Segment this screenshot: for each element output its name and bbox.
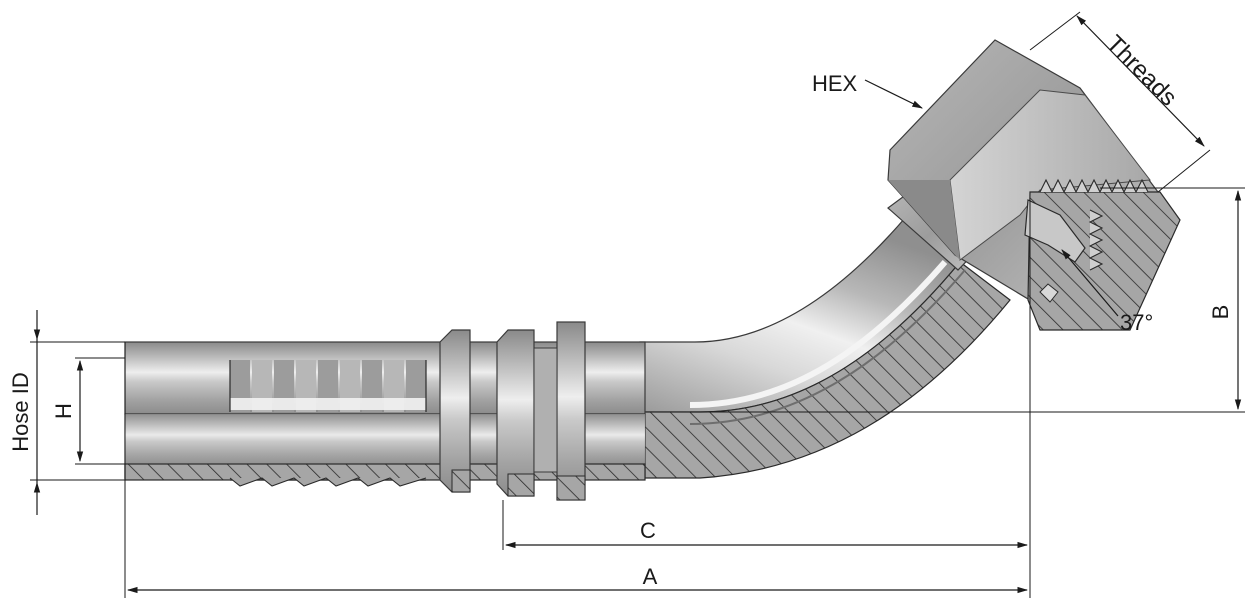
dimension-lines <box>30 11 1245 598</box>
label-hose-id: Hose ID <box>8 372 33 451</box>
fitting-body <box>124 39 1181 501</box>
label-hex: HEX <box>812 71 858 96</box>
retaining-pin <box>1039 283 1059 303</box>
label-c: C <box>640 518 656 543</box>
barb-serrations <box>229 360 427 487</box>
label-h: H <box>51 403 76 419</box>
label-a: A <box>643 564 658 589</box>
collar-rings <box>439 321 586 501</box>
thread-teeth <box>1039 178 1149 271</box>
label-threads: Threads <box>1101 30 1182 111</box>
label-angle: 37° <box>1120 310 1153 335</box>
elbow-bore <box>689 260 948 408</box>
elbow-section <box>639 261 1011 479</box>
seat-cone <box>1024 199 1086 263</box>
dim-threads-line <box>1076 15 1205 147</box>
angle-leader <box>1061 249 1119 317</box>
hex-leader <box>864 79 923 109</box>
label-b: B <box>1208 305 1233 320</box>
